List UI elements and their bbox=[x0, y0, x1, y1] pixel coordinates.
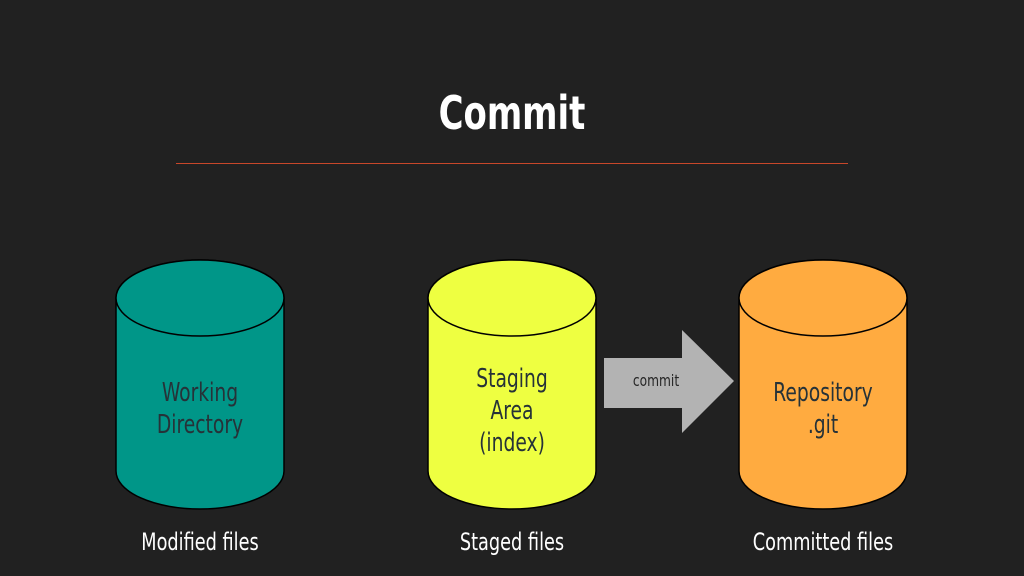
working-directory-label: Working Directory bbox=[128, 377, 272, 441]
label-line: Staging bbox=[476, 364, 548, 394]
commit-arrow-label: commit bbox=[632, 371, 680, 390]
label-line: Repository bbox=[773, 378, 873, 408]
cylinder-staging-area bbox=[427, 259, 597, 510]
title-divider bbox=[176, 163, 848, 164]
slide-title: Commit bbox=[438, 86, 586, 140]
label-line: Directory bbox=[156, 410, 244, 440]
label-line: (index) bbox=[479, 428, 545, 458]
label-line: .git bbox=[807, 410, 839, 440]
caption-staged-files: Staged files bbox=[459, 528, 565, 556]
commit-arrow bbox=[604, 330, 734, 433]
caption-committed-files: Committed files bbox=[752, 528, 894, 556]
label-line: Area bbox=[490, 396, 534, 426]
repository-label: Repository .git bbox=[751, 377, 895, 441]
caption-modified-files: Modified files bbox=[141, 528, 259, 556]
label-line: Working bbox=[161, 378, 239, 408]
cylinder-working-directory bbox=[115, 259, 285, 510]
staging-area-label: Staging Area (index) bbox=[440, 363, 584, 459]
cylinder-repository bbox=[738, 259, 908, 510]
